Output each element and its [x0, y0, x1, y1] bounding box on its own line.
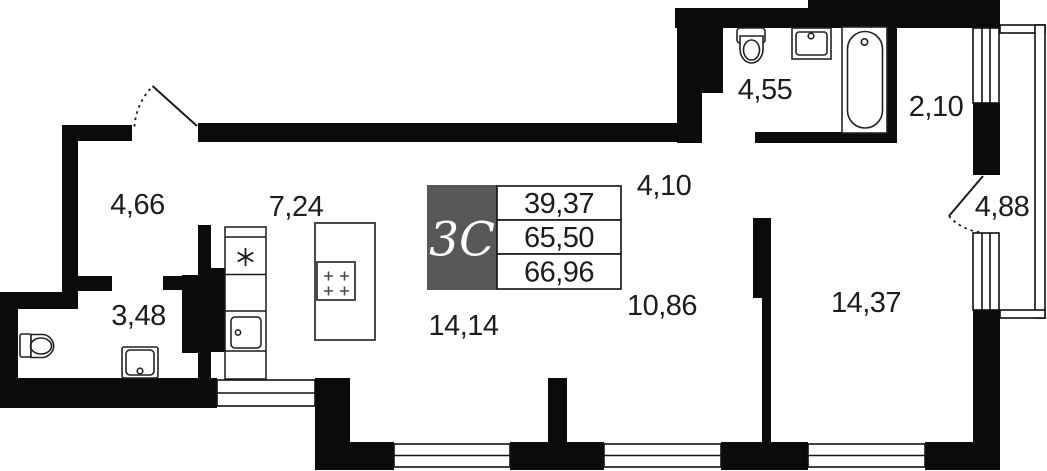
sink: [791, 27, 832, 60]
wall-segment: [77, 276, 112, 291]
wall-segment: [755, 132, 897, 143]
room-area-label: 14,37: [831, 287, 901, 319]
wall-segment: [677, 8, 702, 143]
room-area-label: 14,14: [428, 310, 498, 342]
unit-area-row: [496, 185, 622, 221]
entry-door: [133, 85, 198, 127]
kitchen-counter: [224, 226, 267, 380]
unit-card: 3C 39,37 65,50 66,96: [427, 185, 622, 290]
sink: [121, 346, 159, 379]
room-area-label: 4,10: [637, 170, 691, 202]
wall-segment: [973, 310, 1000, 470]
wall-segment: [198, 225, 211, 383]
wall-segment: [0, 292, 78, 309]
room-labels: 4,66 7,24 3,48 14,14 4,10 10,86 4,55 2,1…: [110, 74, 1029, 342]
window: [807, 443, 926, 468]
unit-area-row: [496, 219, 622, 255]
balcony-glazing: [999, 24, 1046, 319]
wall-segment: [973, 103, 1000, 175]
fixtures: [19, 26, 888, 380]
door-leaf: [151, 85, 198, 127]
room-area-label: 3,48: [111, 300, 165, 332]
wall-segment: [0, 292, 18, 408]
door-swing-arc: [948, 215, 983, 234]
unit-tag-label: 3C: [429, 213, 495, 268]
window: [603, 443, 722, 468]
toilet: [19, 333, 55, 359]
wall-segment: [675, 8, 815, 28]
room-area-label: 4,88: [975, 191, 1029, 223]
room-area-label: 4,66: [110, 189, 164, 221]
counter-sink: [230, 316, 262, 349]
room-area-label: 2,10: [909, 91, 963, 123]
door-leaf: [948, 175, 984, 217]
wall-segment: [885, 26, 897, 143]
hob: [316, 261, 356, 301]
wall-segment: [548, 378, 567, 444]
wall-segment: [211, 268, 225, 352]
toilet: [736, 27, 766, 64]
bathtub: [841, 26, 888, 134]
doors: [133, 85, 984, 234]
wall-segment: [721, 442, 808, 470]
walls: [0, 0, 1000, 470]
unit-area-row: [496, 253, 622, 290]
glazing-band: [999, 309, 1046, 319]
wall-segment: [510, 442, 604, 470]
window: [393, 443, 511, 468]
door-swing-arc: [133, 85, 154, 127]
unit-area-value: 66,96: [524, 257, 594, 289]
unit-area-value: 39,37: [524, 188, 594, 220]
window: [972, 232, 1000, 311]
wall-segment: [62, 125, 132, 141]
room-area-label: 4,55: [738, 74, 792, 106]
wall-segment: [702, 26, 723, 93]
wall-segment: [753, 218, 771, 298]
glazing-band: [1034, 24, 1046, 319]
stove-burner-icon: [237, 248, 254, 266]
unit-tag-box: [427, 185, 497, 290]
kitchen-island: [314, 222, 376, 341]
wall-segment: [348, 442, 394, 470]
windows: [216, 27, 1000, 468]
unit-area-value: 65,50: [524, 222, 594, 254]
wall-segment: [182, 275, 198, 353]
wall-segment: [198, 123, 678, 142]
wall-segment: [62, 125, 78, 295]
wall-segment: [18, 378, 217, 408]
room-area-label: 10,86: [627, 290, 697, 322]
wall-segment: [315, 378, 350, 470]
wall-segment: [808, 0, 1000, 28]
room-area-label: 7,24: [269, 191, 324, 223]
balcony-door: [948, 175, 984, 234]
hob-burners-icon: [324, 271, 349, 296]
window: [216, 379, 316, 407]
window: [972, 27, 1000, 104]
wall-segment: [762, 298, 771, 444]
